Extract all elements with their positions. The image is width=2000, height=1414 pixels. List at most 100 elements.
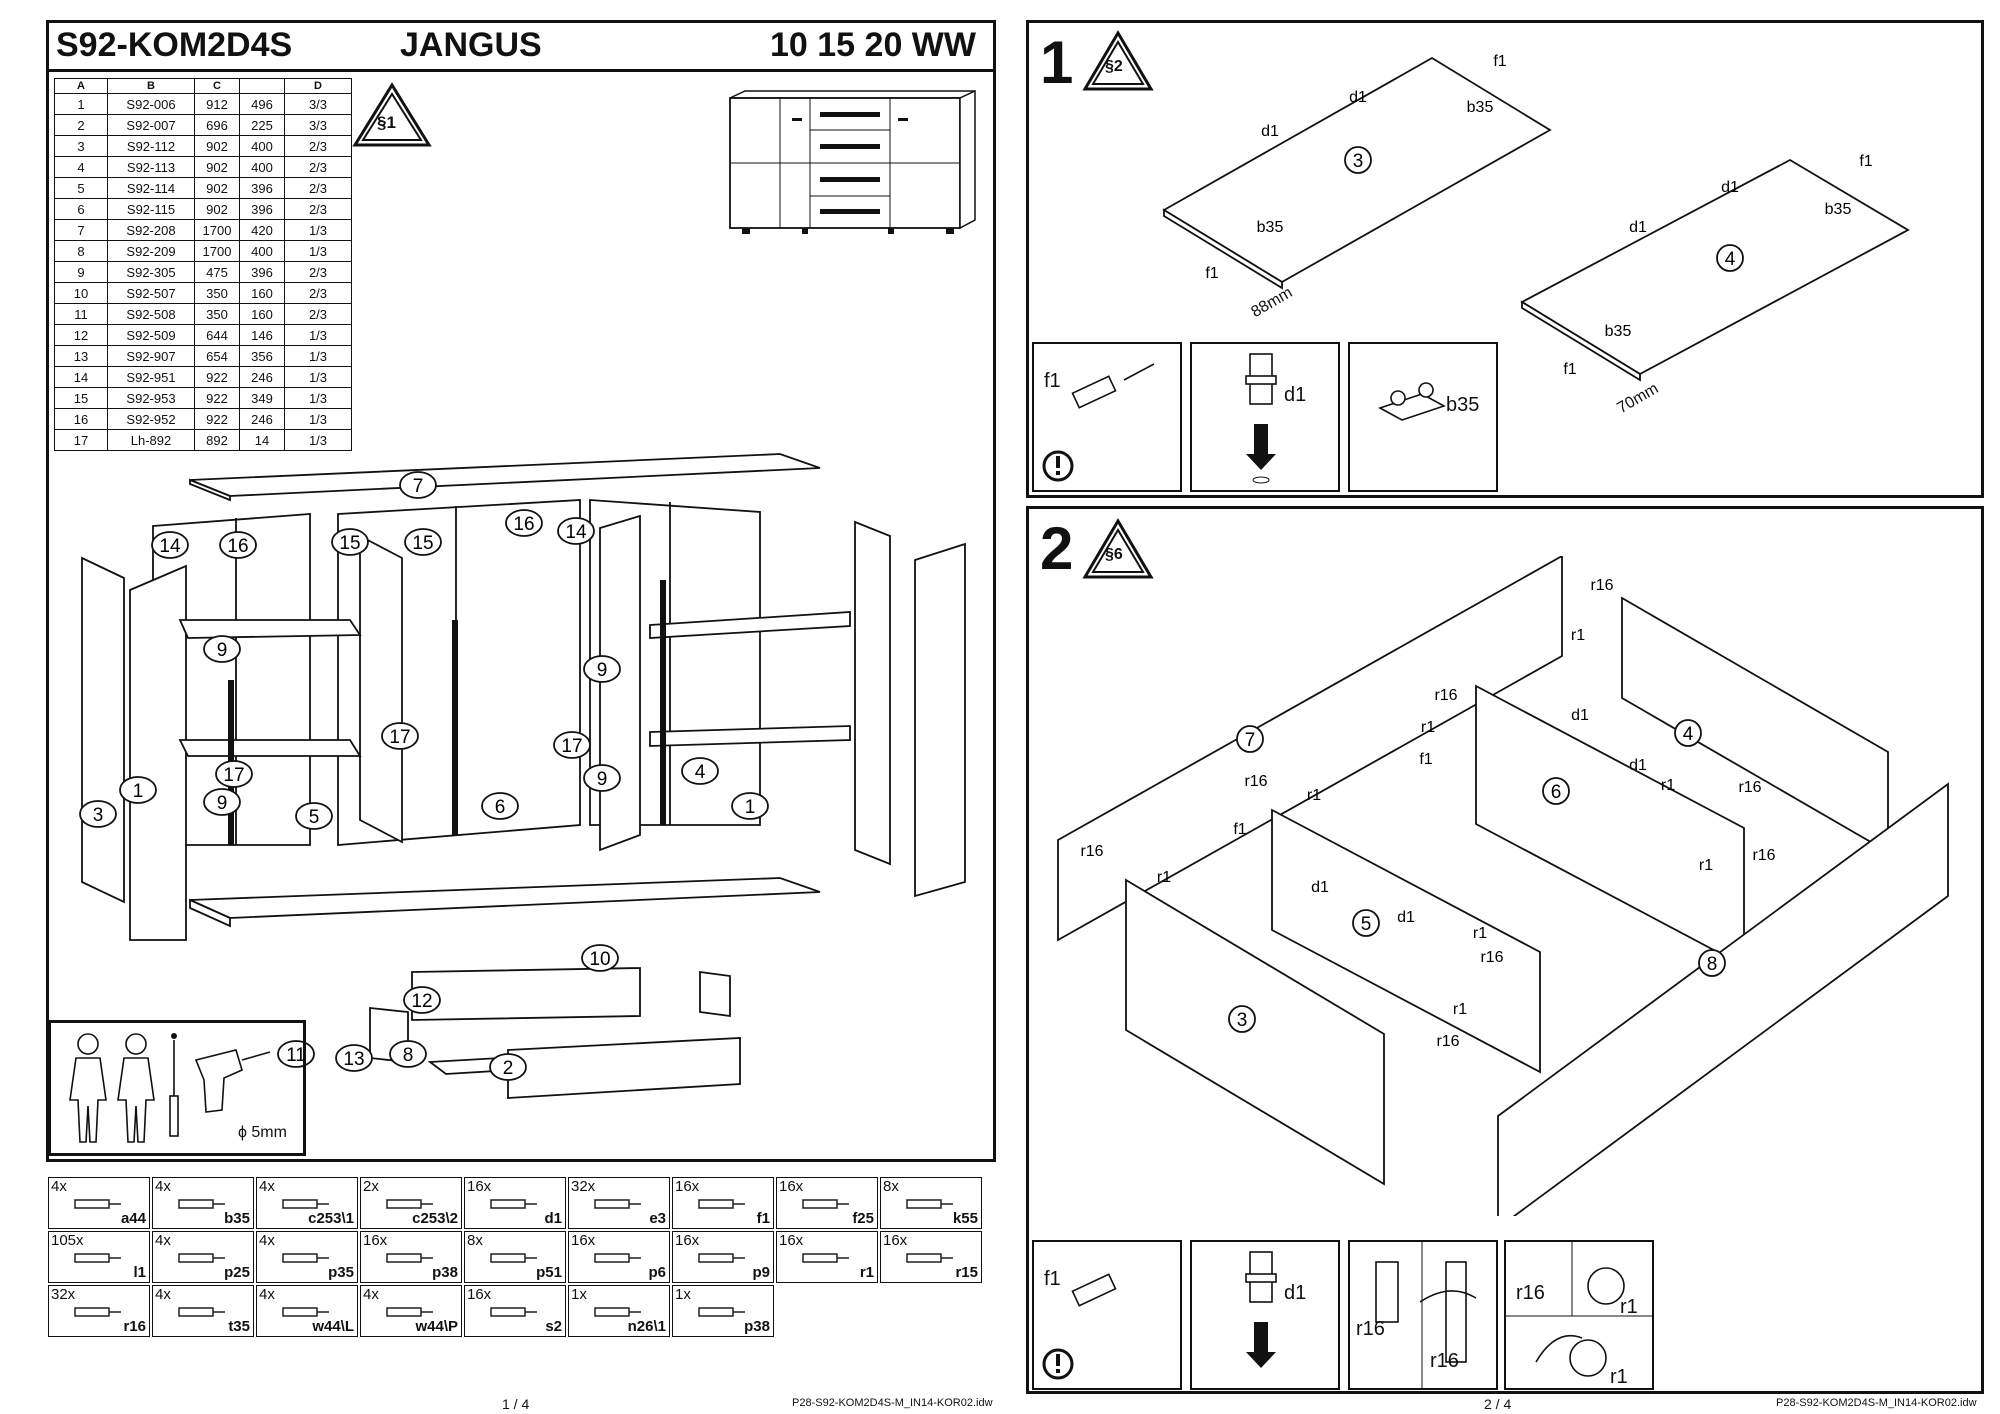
hardware-qty: 8x bbox=[467, 1232, 483, 1249]
table-cell: 400 bbox=[239, 156, 285, 178]
tools-box bbox=[48, 1020, 306, 1156]
step-1-frame bbox=[1026, 20, 1984, 498]
label-r1: r1 bbox=[1610, 1366, 1628, 1388]
table-header: A bbox=[54, 78, 108, 94]
hardware-icon bbox=[74, 1199, 121, 1209]
sideboard-thumbnail bbox=[729, 89, 976, 234]
hardware-qty: 4x bbox=[363, 1286, 379, 1303]
hardware-qty: 2x bbox=[363, 1178, 379, 1195]
hardware-qty: 4x bbox=[51, 1178, 67, 1195]
table-cell: 912 bbox=[194, 93, 240, 115]
table-cell: 2/3 bbox=[284, 135, 352, 157]
table-header: C bbox=[194, 78, 240, 94]
hardware-code: l1 bbox=[133, 1264, 146, 1281]
hardware-icon bbox=[802, 1253, 849, 1263]
table-cell: 1/3 bbox=[284, 408, 352, 430]
fitting-label: r1 bbox=[1699, 857, 1713, 874]
table-cell: S92-112 bbox=[107, 135, 195, 157]
hardware-item: 2x c253\2 bbox=[360, 1177, 462, 1229]
hardware-icon bbox=[386, 1199, 433, 1209]
label-r16: r16 bbox=[1430, 1350, 1459, 1372]
table-cell: 4 bbox=[54, 156, 108, 178]
page-1-frame bbox=[46, 20, 996, 1162]
section-mark-6: §6 bbox=[1105, 546, 1123, 563]
fitting-label: d1 bbox=[1629, 757, 1647, 774]
fitting-label: d1 bbox=[1571, 707, 1589, 724]
hardware-qty: 32x bbox=[51, 1286, 76, 1303]
page-number-2: 2 / 4 bbox=[1484, 1396, 1512, 1412]
table-cell: 1/3 bbox=[284, 366, 352, 388]
fitting-label: r16 bbox=[1434, 687, 1457, 704]
warning-triangle-icon bbox=[1082, 518, 1154, 579]
part-number-label: 14 bbox=[565, 522, 587, 543]
table-cell: 654 bbox=[194, 345, 240, 367]
table-cell: S92-508 bbox=[107, 303, 195, 325]
tools-illustration bbox=[69, 1033, 271, 1143]
fitting-label: d1 bbox=[1311, 879, 1329, 896]
part-number-label: 13 bbox=[343, 1049, 364, 1070]
step-2-frame bbox=[1026, 506, 1984, 1394]
hardware-qty: 16x bbox=[779, 1232, 804, 1249]
hardware-qty: 4x bbox=[155, 1286, 171, 1303]
hardware-icon bbox=[594, 1199, 641, 1209]
table-cell: S92-953 bbox=[107, 387, 195, 409]
hardware-code: n26\1 bbox=[627, 1318, 666, 1335]
fitting-label: r16 bbox=[1752, 847, 1775, 864]
hardware-qty: 16x bbox=[883, 1232, 908, 1249]
table-cell: 8 bbox=[54, 240, 108, 262]
table-cell: 1 bbox=[54, 93, 108, 115]
inset-dowel-f1: f1 bbox=[1032, 342, 1182, 492]
table-cell: S92-507 bbox=[107, 282, 195, 304]
table-cell: 2/3 bbox=[284, 198, 352, 220]
hardware-icon bbox=[594, 1253, 641, 1263]
table-cell: 12 bbox=[54, 324, 108, 346]
part-number-label: 9 bbox=[217, 793, 228, 814]
hardware-code: r16 bbox=[123, 1318, 146, 1335]
fitting-label: f1 bbox=[1859, 153, 1872, 170]
part-callout bbox=[583, 655, 621, 683]
hardware-qty: 8x bbox=[883, 1178, 899, 1195]
table-cell: 644 bbox=[194, 324, 240, 346]
hardware-code: w44\P bbox=[415, 1318, 458, 1335]
hardware-icon bbox=[490, 1307, 537, 1317]
inset-dowel-f1-2: f1 bbox=[1032, 1240, 1182, 1390]
table-cell: 922 bbox=[194, 387, 240, 409]
part-number-label: 9 bbox=[597, 660, 608, 681]
hardware-code: p25 bbox=[224, 1264, 250, 1281]
hardware-code: t35 bbox=[228, 1318, 250, 1335]
fitting-label: f1 bbox=[1205, 265, 1218, 282]
part-number-label: 5 bbox=[309, 807, 320, 828]
hardware-icon bbox=[490, 1199, 537, 1209]
fitting-label: r16 bbox=[1590, 577, 1613, 594]
hardware-qty: 105x bbox=[51, 1232, 84, 1249]
part-number-label: 8 bbox=[1707, 954, 1718, 975]
table-cell: 225 bbox=[239, 114, 285, 136]
table-header: D bbox=[284, 78, 352, 94]
part-number-label: 9 bbox=[217, 640, 228, 661]
section-mark-1: §1 bbox=[377, 113, 396, 132]
fitting-label: r1 bbox=[1571, 627, 1585, 644]
part-callout bbox=[151, 531, 189, 559]
table-cell: 1/3 bbox=[284, 345, 352, 367]
hardware-icon bbox=[178, 1199, 225, 1209]
hardware-code: c253\2 bbox=[412, 1210, 458, 1227]
table-cell: 17 bbox=[54, 429, 108, 451]
hardware-code: c253\1 bbox=[308, 1210, 354, 1227]
